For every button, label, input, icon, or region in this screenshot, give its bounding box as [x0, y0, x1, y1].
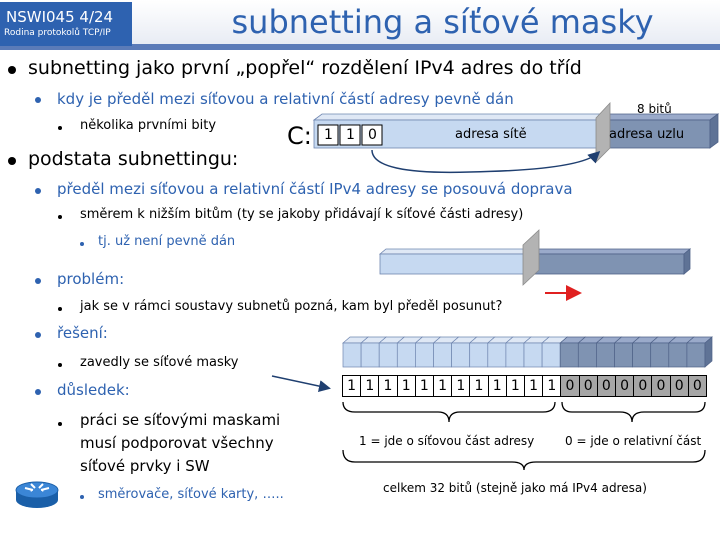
bullet-dot	[58, 307, 62, 311]
mask-bar-segment-host	[577, 342, 597, 368]
total-brace	[342, 449, 706, 470]
mask-bit-host: 0	[560, 375, 580, 397]
mask-bar-segment-network	[505, 342, 525, 368]
prefix-bit-box	[317, 124, 339, 146]
bullet-dot	[58, 422, 62, 426]
mask-bit-network: 1	[487, 375, 507, 397]
prefix-bit-1: 1	[324, 127, 333, 143]
prefix-bit-box	[361, 124, 383, 146]
mask-bar-segment-host	[559, 342, 579, 368]
mask-bar-segment-network	[360, 342, 380, 368]
shift-diagram	[378, 229, 692, 301]
bullet-consequence-line1: práci se síťovými maskami	[80, 411, 281, 429]
bullet-routers-cards: směrovače, síťové karty, …..	[98, 487, 284, 502]
mask-bit-host: 0	[615, 375, 635, 397]
bullet-not-fixed: tj. už není pevně dán	[98, 234, 236, 249]
mask-bar-segment-network	[378, 342, 398, 368]
mask-bit-network: 1	[396, 375, 416, 397]
mask-bar-segment-host	[632, 342, 652, 368]
host-brace	[561, 401, 706, 423]
mask-bit-network: 1	[469, 375, 489, 397]
mask-bar-segment-network	[396, 342, 416, 368]
mask-bar-segment-host	[614, 342, 633, 368]
mask-bar-side	[704, 336, 713, 368]
mask-bit-host: 0	[651, 375, 671, 397]
mask-bit-network: 1	[360, 375, 380, 397]
bullet-dot	[8, 66, 16, 74]
bullet-subnetting-essence: podstata subnettingu:	[28, 148, 239, 170]
mask-bar-segment-host	[668, 342, 688, 368]
mask-bit-network: 1	[524, 375, 544, 397]
mask-bit-network: 1	[505, 375, 525, 397]
bullet-masks-introduced: zavedly se síťové masky	[80, 355, 239, 370]
host-brace-label: 0 = jde o relativní část	[565, 434, 702, 448]
mask-bit-network: 1	[433, 375, 453, 397]
bullet-problem: problém:	[57, 270, 125, 288]
prefix-bit-box	[339, 124, 361, 146]
bullet-consequence: důsledek:	[57, 381, 130, 399]
class-c-label: C:	[287, 122, 312, 150]
bullet-dot	[80, 495, 84, 499]
mask-bar-segment-network	[523, 342, 543, 368]
mask-bit-network: 1	[451, 375, 471, 397]
mask-bit-host: 0	[687, 375, 707, 397]
mask-bar-segment-network	[342, 342, 362, 368]
host-address-label: adresa uzlu	[609, 127, 685, 142]
bullet-dot	[58, 215, 62, 219]
bullet-lower-bits: směrem k nižším bitům (ty se jakoby přid…	[80, 207, 524, 222]
bullet-dot	[35, 389, 41, 395]
bullet-dot	[35, 97, 41, 103]
mask-bar	[342, 336, 713, 368]
bullet-problem-question: jak se v rámci soustavy subnetů pozná, k…	[80, 299, 503, 314]
mask-bit-network: 1	[414, 375, 434, 397]
bullet-consequence-line2: musí podporovat všechny	[80, 434, 274, 452]
mask-bar-segment-network	[415, 342, 434, 368]
mask-bit-host: 0	[596, 375, 616, 397]
mask-bar-segment-network	[487, 342, 507, 368]
mask-bar-segment-host	[596, 342, 615, 368]
course-code: NSWI045 4/24	[6, 8, 114, 26]
course-subtitle: Rodina protokolů TCP/IP	[4, 28, 111, 38]
braces	[342, 401, 706, 470]
bullet-first-bits: několika prvními bity	[80, 118, 217, 133]
course-box: NSWI045 4/24 Rodina protokolů TCP/IP	[0, 2, 132, 46]
bullet-dot	[35, 278, 41, 284]
bullet-fixed-divider: kdy je předěl mezi síťovou a relativní č…	[57, 90, 514, 108]
net-brace	[342, 401, 556, 423]
mask-bar-segment-host	[650, 342, 670, 368]
mask-bar-segment-network	[433, 342, 452, 368]
mask-bit-network: 1	[342, 375, 362, 397]
mask-bit-host: 0	[633, 375, 653, 397]
net-address-label: adresa sítě	[455, 127, 527, 142]
prefix-bit-2: 1	[346, 127, 355, 143]
bullet-dot	[80, 242, 84, 246]
class-c-diagram	[312, 101, 720, 174]
bullet-divider-moves: předěl mezi síťovou a relativní částí IP…	[57, 180, 573, 198]
mask-bar-segment-network	[469, 342, 489, 368]
mask-bit-host: 0	[578, 375, 598, 397]
prefix-bit-3: 0	[368, 127, 377, 143]
mask-bit-host: 0	[669, 375, 689, 397]
bullet-dot	[58, 126, 62, 130]
bullet-dot	[35, 188, 41, 194]
bullet-subnetting-intro: subnetting jako první „popřel“ rozdělení…	[28, 57, 582, 79]
net-brace-label: 1 = jde o síťovou část adresy	[359, 434, 535, 448]
header-underline	[0, 44, 720, 50]
mask-bar-segment-host	[686, 342, 706, 368]
bullet-dot	[35, 332, 41, 338]
mask-bit-network: 1	[542, 375, 562, 397]
mask-bar-segment-network	[541, 342, 561, 368]
bullet-solution: řešení:	[57, 324, 108, 342]
mask-bit-network: 1	[378, 375, 398, 397]
host-bits-label: 8 bitů	[637, 102, 672, 116]
pointer-arrow	[271, 375, 331, 392]
bullet-dot	[58, 363, 62, 367]
bullet-dot	[8, 157, 16, 165]
router-icon	[14, 478, 60, 512]
slide-title: subnetting a síťové masky	[231, 3, 654, 41]
mask-bar-segment-network	[451, 342, 471, 368]
bullet-consequence-line3: síťové prvky i SW	[80, 457, 210, 475]
total-brace-label: celkem 32 bitů (stejně jako má IPv4 adre…	[383, 481, 647, 495]
